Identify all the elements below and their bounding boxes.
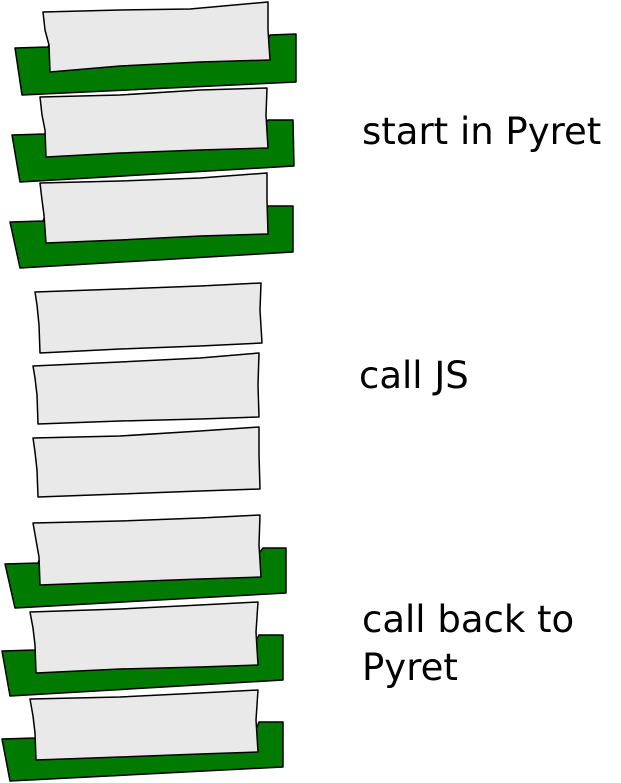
label-line: start in Pyret (362, 110, 602, 153)
frame-card (32, 514, 262, 586)
frame-card (39, 172, 269, 244)
stack-frame (1, 601, 284, 697)
label-line: Pyret (362, 646, 458, 689)
stack-frame (1, 689, 284, 782)
frame-card (34, 282, 263, 354)
label-line: call JS (359, 354, 469, 397)
label-line: call back to (362, 598, 575, 641)
frame-card (32, 352, 260, 425)
stack-frame (9, 172, 294, 269)
frame-card (32, 426, 261, 498)
label-start-in-pyret: start in Pyret (362, 108, 601, 156)
frame-card (39, 87, 269, 158)
frame-card (29, 689, 259, 761)
frame-group-start (9, 1, 297, 269)
frame-card (29, 601, 259, 674)
label-call-js: call JS (359, 352, 469, 400)
frame-group-callback (1, 514, 287, 782)
stack-frame (14, 1, 297, 96)
frame-group-call-js (32, 282, 263, 498)
stack-frame (4, 514, 287, 609)
label-call-back-to-pyret: call back to Pyret (362, 596, 574, 692)
frame-card (42, 1, 271, 73)
stack-frame (11, 87, 295, 183)
